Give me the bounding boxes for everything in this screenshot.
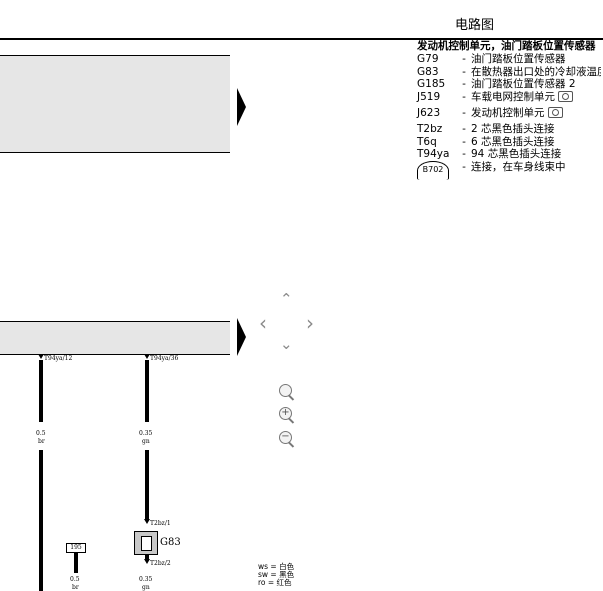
pin-marker	[144, 559, 150, 564]
pin-marker	[144, 519, 150, 524]
color-key-item: ws = 白色	[258, 562, 295, 571]
legend-item-g185: G185-油门踏板位置传感器 2	[417, 78, 576, 91]
wire-segment	[39, 360, 43, 422]
wire-segment	[145, 450, 149, 520]
pan-left-icon[interactable]: ‹	[259, 311, 267, 335]
pin-label-t2bz-1: T2bz/1	[150, 520, 171, 527]
connector-b702-icon: B702	[417, 161, 449, 181]
component-legend: 发动机控制单元，油门踏板位置传感器 G79-油门踏板位置传感器 G83-在散热器…	[417, 40, 603, 181]
camera-icon[interactable]	[558, 91, 573, 103]
legend-item-b702: B702-连接，在车身线束中	[417, 161, 603, 181]
pin-label-t94ya-36: T94ya/36	[150, 355, 179, 362]
wire-size-label: 0.5	[70, 576, 80, 583]
zoom-fit-icon[interactable]	[279, 384, 292, 397]
diagram-band-top	[0, 55, 230, 83]
legend-item-t94ya: T94ya-94 芯黑色插头连接	[417, 148, 562, 161]
diagram-band-top-lower	[0, 81, 230, 153]
wire-color-label: gn	[142, 584, 150, 591]
color-key-item: sw = 黑色	[258, 570, 295, 579]
wire-segment	[39, 450, 43, 591]
wire-color-label: br	[38, 438, 45, 445]
diagram-band-bottom	[0, 321, 230, 355]
legend-item-t2bz: T2bz-2 芯黑色插头连接	[417, 122, 555, 135]
page-title: 电路图	[455, 18, 495, 33]
wire-color-label: gn	[142, 438, 150, 445]
pin-marker	[144, 354, 150, 359]
pan-right-icon[interactable]: ›	[306, 311, 314, 335]
legend-item-j623: J623-发动机控制单元	[417, 106, 603, 120]
zoom-out-icon[interactable]: −	[279, 431, 292, 444]
camera-icon[interactable]	[547, 106, 563, 118]
pin-label-t94ya-12: T94ya/12	[44, 355, 73, 362]
next-page-arrow-bottom[interactable]	[237, 318, 246, 356]
header-divider	[0, 38, 603, 40]
wire-segment	[145, 554, 149, 560]
wire-segment	[74, 553, 78, 573]
next-page-arrow-top[interactable]	[237, 88, 246, 126]
wire-size-label: 0.35	[139, 576, 153, 583]
color-key-item: ro = 红色	[258, 578, 292, 587]
wire-color-label: br	[72, 584, 79, 591]
wire-color-key: ws = 白色 sw = 黑色 ro = 红色	[258, 563, 294, 587]
wire-size-label: 0.35	[139, 430, 153, 437]
sensor-g83-symbol[interactable]	[134, 531, 158, 555]
pin-marker	[38, 354, 44, 359]
legend-item-g79: G79-油门踏板位置传感器	[417, 52, 566, 65]
sensor-g83-label: G83	[160, 537, 181, 548]
legend-item-j519: J519-车载电网控制单元	[417, 91, 603, 104]
zoom-in-icon[interactable]: +	[279, 407, 292, 420]
connector-195-box[interactable]: 195	[66, 543, 86, 553]
wire-segment	[145, 360, 149, 422]
legend-item-t6q: T6q-6 芯黑色插头连接	[417, 135, 555, 148]
pan-up-icon[interactable]: ⌃	[280, 290, 293, 308]
pin-label-t2bz-2: T2bz/2	[150, 560, 171, 567]
legend-heading: 发动机控制单元，油门踏板位置传感器	[417, 40, 596, 52]
pan-down-icon[interactable]: ⌄	[280, 335, 293, 353]
wire-size-label: 0.5	[36, 430, 46, 437]
legend-item-g83: G83-在散热器出口处的冷却液温度传感器	[417, 65, 601, 78]
